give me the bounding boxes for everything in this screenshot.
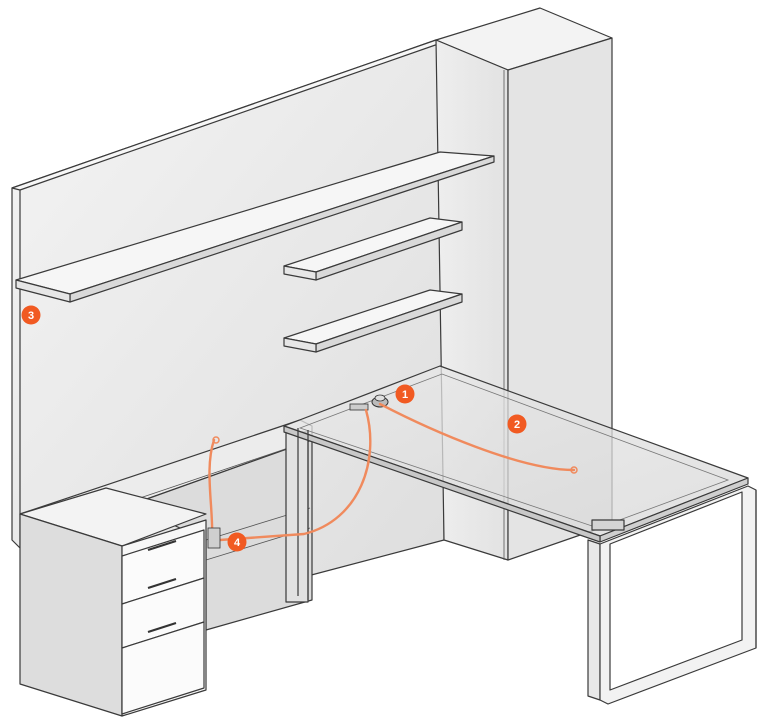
pedestal-unit (19, 487, 207, 717)
power-grommet (349, 394, 389, 411)
callout-1: 1 (395, 384, 415, 404)
upper-shelf (15, 151, 495, 303)
middle-shelf (283, 217, 463, 281)
svg-text:1: 1 (402, 389, 408, 401)
desk-leg-right (587, 485, 757, 705)
cable-drop (218, 408, 372, 542)
glass-desk-top (283, 365, 749, 600)
callout-2: 2 (507, 414, 527, 434)
callout-3: 3 (21, 305, 41, 325)
svg-text:2: 2 (514, 419, 520, 431)
svg-text:3: 3 (28, 310, 34, 322)
callout-4: 4 (227, 532, 247, 552)
svg-text:4: 4 (234, 537, 241, 549)
cable-surface (378, 402, 576, 472)
cable-routing (207, 402, 578, 549)
lower-shelf (283, 289, 463, 353)
